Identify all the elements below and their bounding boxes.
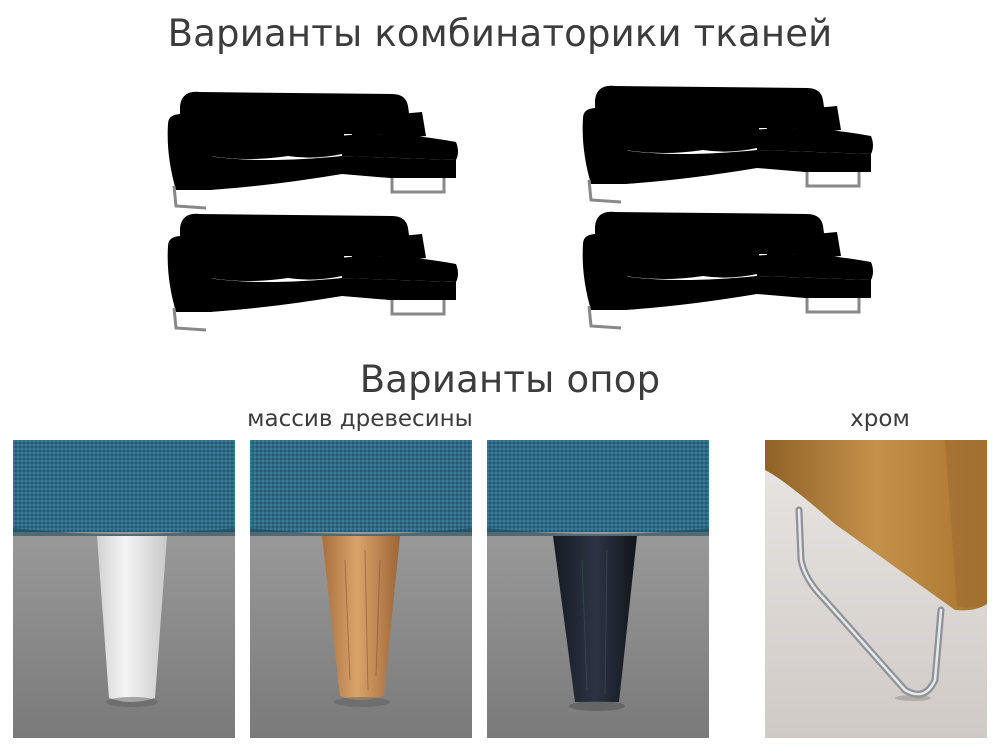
photo-leg-black-wood [487, 440, 709, 738]
sofa-variant-grey-body: .s2 path { stroke:#2a2a2a; stroke-width:… [575, 80, 885, 208]
sofa-variant-dark-frame: .s4 path { stroke:#2a2a2a; stroke-width:… [575, 206, 885, 334]
sofa-variant-white-grey-pillows: .s3 path { stroke:#2a2a2a; stroke-width:… [160, 208, 470, 336]
heading-legs-options: Варианты опор [359, 358, 661, 401]
photo-leg-white-wood [13, 440, 235, 738]
sofa-variant-all-white: .s1 path { stroke:#2a2a2a; stroke-width:… [160, 86, 470, 214]
heading-fabric-combinations: Варианты комбинаторики тканей [167, 12, 833, 55]
label-chrome: хром [850, 406, 910, 432]
photo-leg-chrome [765, 440, 987, 738]
label-solid-wood: массив древесины [247, 406, 473, 432]
photo-leg-oak [250, 440, 472, 738]
